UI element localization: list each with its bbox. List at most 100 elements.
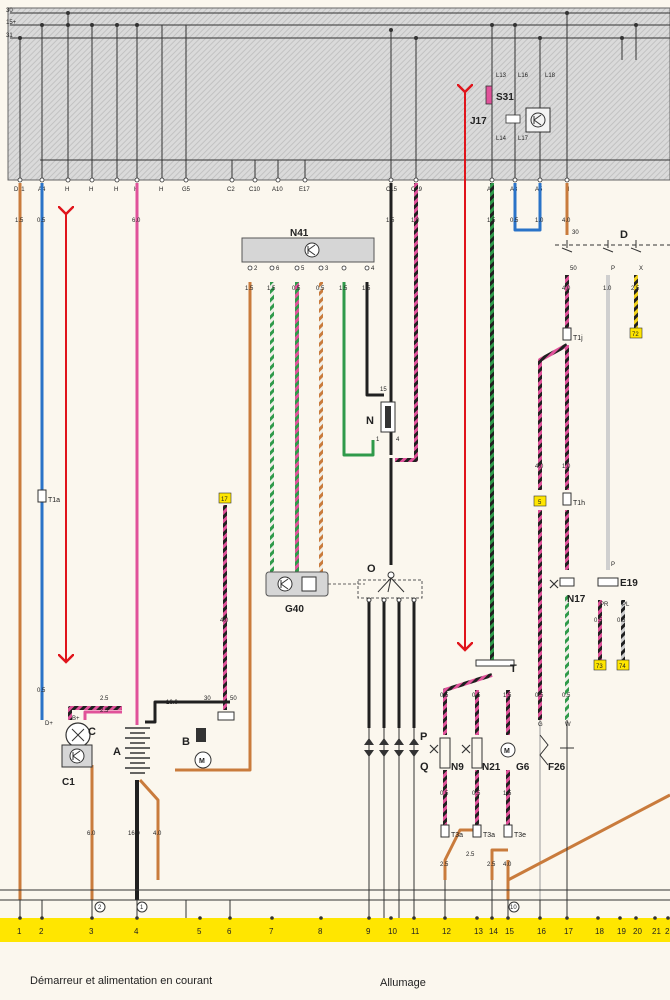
strip-dot <box>270 916 274 920</box>
strip-number: 6 <box>227 927 232 936</box>
strip-dot <box>389 916 393 920</box>
strip-number: 20 <box>633 927 642 936</box>
svg-text:O: O <box>367 563 376 575</box>
svg-text:4.0: 4.0 <box>220 618 229 624</box>
connectors: T1a T1j T1h T3a T3a T3e <box>37 327 585 839</box>
component-starter: 30 50 B M <box>182 696 237 769</box>
strip-dot <box>228 916 232 920</box>
svg-text:16.0: 16.0 <box>166 700 178 706</box>
strip-dot <box>634 916 638 920</box>
component-o-distributor: O <box>357 563 423 603</box>
svg-text:0.5: 0.5 <box>316 286 325 292</box>
svg-text:L17: L17 <box>518 136 529 142</box>
strip-dot <box>653 916 657 920</box>
svg-text:L18: L18 <box>545 73 556 79</box>
svg-text:1: 1 <box>376 437 380 443</box>
svg-text:50: 50 <box>230 696 237 702</box>
svg-text:N9: N9 <box>451 762 464 773</box>
svg-text:4.0: 4.0 <box>535 464 544 470</box>
relay-s31: S31 L13 L16 L18 L14 L17 J17 <box>470 73 556 142</box>
strip-number: 13 <box>474 927 483 936</box>
svg-text:3: 3 <box>325 266 329 272</box>
svg-text:T3a: T3a <box>483 832 495 839</box>
svg-text:N: N <box>366 415 374 427</box>
strip-number: 1 <box>17 927 22 936</box>
strip-number: 7 <box>269 927 274 936</box>
strip-dot <box>367 916 371 920</box>
svg-text:1.5: 1.5 <box>245 286 254 292</box>
svg-text:4.0: 4.0 <box>503 862 512 868</box>
svg-text:2.5: 2.5 <box>100 708 109 714</box>
svg-text:N17: N17 <box>567 594 586 605</box>
svg-text:6.0: 6.0 <box>132 218 141 224</box>
svg-text:M: M <box>199 758 205 765</box>
svg-text:2.5: 2.5 <box>466 852 475 858</box>
svg-text:4.0: 4.0 <box>153 831 162 837</box>
svg-text:PL: PL <box>622 602 630 608</box>
rail-30-label: 30 <box>6 8 13 14</box>
svg-text:A10: A10 <box>272 187 283 193</box>
svg-text:1.5: 1.5 <box>362 286 371 292</box>
svg-text:4.0: 4.0 <box>562 286 571 292</box>
svg-text:N21: N21 <box>482 762 501 773</box>
svg-text:E17: E17 <box>299 187 310 193</box>
svg-text:72: 72 <box>632 332 639 338</box>
strip-number: 22 <box>665 927 670 936</box>
svg-text:4: 4 <box>371 266 375 272</box>
svg-text:50: 50 <box>570 266 577 272</box>
strip-number: 17 <box>564 927 573 936</box>
component-injectors: N9 N21 M G6 <box>429 737 530 773</box>
svg-text:1.5: 1.5 <box>386 218 395 224</box>
regulator-icon <box>69 748 85 764</box>
svg-text:T1j: T1j <box>573 335 583 342</box>
svg-text:0.5: 0.5 <box>594 618 603 624</box>
svg-text:X: X <box>639 266 643 272</box>
strip-number: 5 <box>197 927 202 936</box>
component-e19: P E19 PR PL <box>597 562 638 608</box>
svg-text:H: H <box>159 187 163 193</box>
svg-text:6.0: 6.0 <box>87 831 96 837</box>
strip-number: 4 <box>134 927 139 936</box>
component-n41: N41 2 6 5 3 4 <box>241 228 375 272</box>
svg-text:T1a: T1a <box>48 497 60 504</box>
strip-dot <box>412 916 416 920</box>
electronic-icon <box>530 112 546 128</box>
strip-dot <box>490 916 494 920</box>
strip-number: 3 <box>89 927 94 936</box>
svg-text:2.5: 2.5 <box>631 286 640 292</box>
strip-dot <box>538 916 542 920</box>
svg-text:0.5: 0.5 <box>37 688 46 694</box>
svg-text:C: C <box>88 726 96 738</box>
svg-text:0.5: 0.5 <box>510 218 519 224</box>
svg-text:T: T <box>510 663 517 675</box>
svg-text:C10: C10 <box>249 187 261 193</box>
svg-text:A: A <box>113 746 121 758</box>
svg-text:2: 2 <box>254 266 258 272</box>
wires <box>0 183 670 918</box>
svg-text:T3e: T3e <box>514 832 526 839</box>
strip-number: 16 <box>537 927 546 936</box>
svg-text:F26: F26 <box>548 762 566 773</box>
svg-text:1.5: 1.5 <box>487 218 496 224</box>
strip-number: 8 <box>318 927 323 936</box>
svg-text:16.0: 16.0 <box>128 831 140 837</box>
svg-text:73: 73 <box>596 664 603 670</box>
svg-text:0.5: 0.5 <box>440 791 449 797</box>
svg-text:B+: B+ <box>72 716 80 722</box>
svg-text:0.5: 0.5 <box>562 693 571 699</box>
component-f26: G W F26 <box>538 722 574 773</box>
red-arrows <box>66 92 465 662</box>
strip-number: 12 <box>442 927 451 936</box>
svg-text:G5: G5 <box>182 187 191 193</box>
svg-text:0.5: 0.5 <box>535 693 544 699</box>
svg-text:W: W <box>565 722 571 728</box>
svg-text:Q: Q <box>420 761 429 773</box>
wire-size-labels: 1.5 0.5 6.0 1.5 1.0 1.5 0.5 1.0 4.0 1.5 … <box>15 218 640 868</box>
svg-text:5: 5 <box>538 500 542 506</box>
strip-number: 10 <box>388 927 397 936</box>
svg-text:P: P <box>420 731 427 743</box>
svg-text:0.5: 0.5 <box>617 618 626 624</box>
component-t-connector: T <box>475 659 517 675</box>
svg-text:C1: C1 <box>62 777 75 788</box>
